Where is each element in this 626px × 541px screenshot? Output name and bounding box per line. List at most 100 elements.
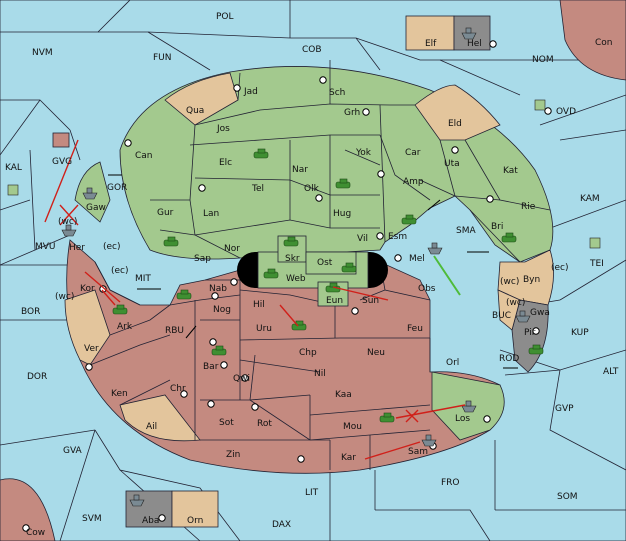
label-ec2: (ec) xyxy=(111,266,129,276)
region-elf[interactable] xyxy=(405,15,455,51)
army-icon xyxy=(176,289,192,300)
cancel-x-icon xyxy=(59,204,79,226)
label-wc1: (wc) xyxy=(58,217,77,227)
label-uru: Uru xyxy=(256,324,272,334)
label-byn: Byn xyxy=(523,275,540,285)
army-icon xyxy=(335,178,351,189)
label-ovd: OVD xyxy=(556,107,576,117)
region-ver[interactable] xyxy=(64,289,111,366)
label-bor: BOR xyxy=(21,307,40,317)
label-ec1: (ec) xyxy=(103,242,121,252)
label-uta: Uta xyxy=(444,159,460,169)
label-fun: FUN xyxy=(153,53,172,63)
fleet-icon xyxy=(7,184,19,196)
label-mel: Mel xyxy=(409,254,425,264)
label-grh: Grh xyxy=(344,108,360,118)
fleet-icon xyxy=(461,400,477,413)
label-can: Can xyxy=(135,151,153,161)
region-eld[interactable] xyxy=(414,84,501,141)
label-jos: Jos xyxy=(216,124,230,134)
label-alt: ALT xyxy=(603,367,619,377)
region-orn[interactable] xyxy=(171,490,219,528)
label-los: Los xyxy=(455,414,470,424)
label-nom: NOM xyxy=(532,55,554,65)
label-eun: Eun xyxy=(326,296,343,306)
move-arrow-icon xyxy=(84,271,121,303)
label-hel: Hel xyxy=(467,39,482,49)
army-icon xyxy=(112,304,128,315)
label-neu: Neu xyxy=(367,348,385,358)
move-arrows xyxy=(44,139,466,460)
label-som: SOM xyxy=(557,492,578,502)
region-labels: POL COB FUN NVM NOM Con Elf Hel OVD KAL … xyxy=(5,12,619,538)
label-kam: KAM xyxy=(580,194,600,204)
label-kaa: Kaa xyxy=(335,390,352,400)
label-con: Con xyxy=(595,38,613,48)
label-sot: Sot xyxy=(219,418,234,428)
label-ost: Ost xyxy=(317,258,333,268)
label-skr: Skr xyxy=(285,254,300,264)
label-buc: BUC xyxy=(492,311,511,321)
region-gwa[interactable] xyxy=(497,289,521,331)
label-nil: Nil xyxy=(314,369,326,379)
move-arrow-icon xyxy=(332,286,389,301)
fleet-icon xyxy=(589,237,601,249)
label-fro: FRO xyxy=(441,478,460,488)
region-ail[interactable] xyxy=(119,394,201,442)
label-bri: Bri xyxy=(491,222,503,232)
label-gva: GVA xyxy=(63,446,83,456)
label-ken: Ken xyxy=(111,389,128,399)
label-wc3: (wc) xyxy=(55,292,74,302)
fleet-icon xyxy=(515,310,531,323)
two-way-arrow-icon xyxy=(185,325,197,339)
label-sam: Sam xyxy=(408,447,428,457)
move-arrow-icon xyxy=(279,304,299,327)
red-borders xyxy=(89,261,431,470)
green-borders xyxy=(150,60,551,263)
fleet-icon xyxy=(534,99,546,111)
label-kor: Kor xyxy=(80,284,95,294)
label-lan: Lan xyxy=(203,209,219,219)
label-mvu: MVU xyxy=(35,242,56,252)
label-tei: TEI xyxy=(589,259,604,269)
label-olk: Olk xyxy=(304,184,320,194)
label-rie: Rie xyxy=(521,202,536,212)
label-lit: LIT xyxy=(305,488,319,498)
move-arrow-icon xyxy=(364,441,421,460)
cancel-x-icon xyxy=(405,409,419,423)
label-gvg: GVG xyxy=(52,157,72,167)
label-nar: Nar xyxy=(292,165,308,175)
armies xyxy=(112,148,544,423)
two-way-arrow-icon xyxy=(427,199,441,211)
label-nor: Nor xyxy=(224,244,240,254)
army-icon xyxy=(528,344,544,355)
label-elc: Elc xyxy=(219,158,232,168)
label-kup: KUP xyxy=(571,328,589,338)
army-icon xyxy=(283,236,299,247)
fleet-icon xyxy=(129,494,145,507)
region-gvg[interactable] xyxy=(52,132,70,148)
army-icon xyxy=(401,214,417,225)
label-bar: Bar xyxy=(203,362,219,372)
army-icon xyxy=(501,232,517,243)
label-tel: Tel xyxy=(251,184,264,194)
region-gaw[interactable] xyxy=(74,161,111,223)
label-mit: MIT xyxy=(135,274,151,284)
label-cob: COB xyxy=(302,45,322,55)
region-aba[interactable] xyxy=(125,490,173,528)
label-dor: DOR xyxy=(27,372,47,382)
label-wc4: (wc) xyxy=(506,298,525,308)
label-her: Her xyxy=(69,243,85,253)
label-gwa: Gwa xyxy=(530,308,550,318)
label-kar: Kar xyxy=(341,453,356,463)
label-wc2: (wc) xyxy=(500,277,519,287)
fleet-icon xyxy=(461,27,477,40)
label-nab: Nab xyxy=(209,284,227,294)
label-sma: SMA xyxy=(456,226,476,236)
label-rod: ROD xyxy=(499,354,519,364)
label-nog: Nog xyxy=(213,305,231,315)
army-icon xyxy=(253,148,269,159)
fleets xyxy=(7,27,601,507)
label-web: Web xyxy=(286,274,306,284)
